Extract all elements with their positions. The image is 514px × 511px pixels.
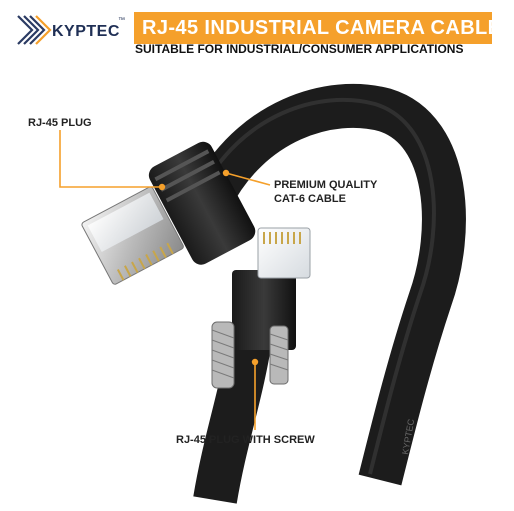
- plug-boot: [148, 141, 256, 265]
- label-cable-line2: CAT-6 CABLE: [274, 193, 346, 205]
- cable-loop: [190, 83, 466, 486]
- cable-leader: [225, 172, 271, 186]
- brand-logo: KYPTEC ™: [14, 10, 132, 50]
- label-cable-line1: PREMIUM QUALITY: [274, 179, 378, 191]
- kyptec-logo-icon: [17, 15, 52, 45]
- brand-name: KYPTEC: [52, 23, 120, 40]
- cable-lower: [193, 336, 272, 504]
- rj45-screw-plug: [211, 227, 311, 389]
- label-rj45-plug: RJ-45 PLUG: [28, 117, 92, 129]
- label-screw-plug: RJ-45 PLUG WITH SCREW: [176, 434, 315, 446]
- page-subtitle: SUITABLE FOR INDUSTRIAL/CONSUMER APPLICA…: [135, 42, 464, 56]
- title-banner: RJ-45 INDUSTRIAL CAMERA CABLE: [134, 12, 501, 44]
- page-title: RJ-45 INDUSTRIAL CAMERA CABLE: [142, 17, 502, 39]
- rj45-plug: [81, 186, 184, 285]
- plug-leader: [59, 130, 162, 188]
- trademark-symbol: ™: [118, 17, 125, 24]
